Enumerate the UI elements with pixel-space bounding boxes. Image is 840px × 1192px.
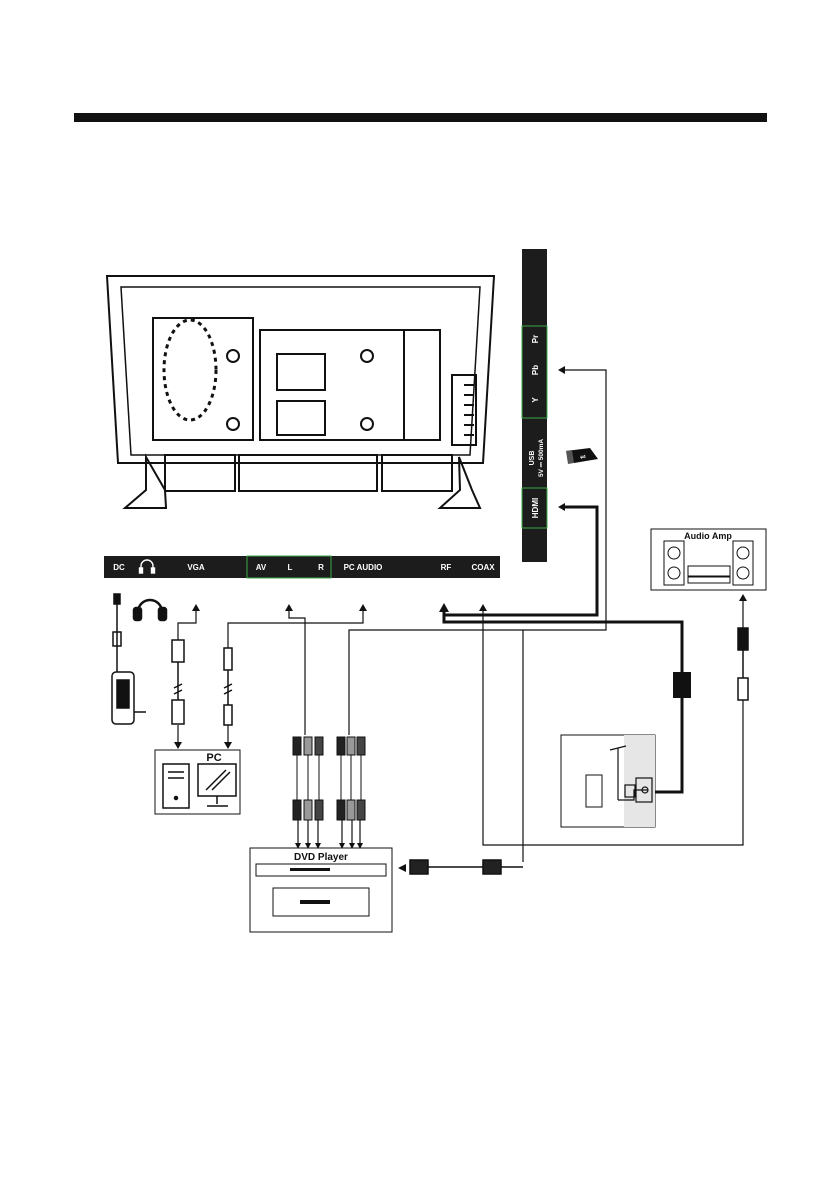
- usb-stick-icon: ⇌: [566, 448, 598, 464]
- pc-label: PC: [206, 752, 221, 764]
- antenna-cable-icon: [673, 672, 691, 706]
- headphones-icon: [134, 600, 166, 620]
- audio-cable-icon: [224, 648, 232, 725]
- port-label-av: AV: [256, 563, 267, 572]
- vga-cable-icon: [172, 640, 184, 724]
- antenna-wall-outlet: [561, 735, 655, 827]
- rca-cable-icon: [293, 737, 365, 820]
- coax-cable-icon: [738, 628, 748, 700]
- side-port-panel: Pr Pb Y USB 5V ⎓ 500mA HDMI: [522, 249, 547, 562]
- port-label-hdmi: HDMI: [531, 498, 540, 518]
- audio-amp-device: Audio Amp: [651, 529, 766, 590]
- svg-text:⇌: ⇌: [580, 453, 586, 461]
- port-label-pr: Pr: [531, 335, 540, 343]
- hdmi-cable-icon: [410, 860, 523, 874]
- header-rule: [74, 113, 767, 122]
- port-label-usb: USB: [529, 451, 536, 466]
- port-label-pb: Pb: [531, 365, 540, 375]
- port-label-r: R: [318, 563, 324, 572]
- tv-back-illustration: [107, 276, 494, 508]
- port-label-l: L: [288, 563, 293, 572]
- port-label-usb-power: 5V ⎓ 500mA: [538, 439, 545, 477]
- port-label-coax: COAX: [471, 563, 495, 572]
- connection-lines: [178, 370, 743, 862]
- port-label-rf: RF: [441, 563, 452, 572]
- dvd-label: DVD Player: [294, 852, 348, 863]
- port-label-vga: VGA: [187, 563, 205, 572]
- pc-device: PC: [155, 750, 240, 814]
- port-label-pc-audio: PC AUDIO: [344, 563, 383, 572]
- audio-amp-label: Audio Amp: [684, 531, 732, 541]
- port-label-y: Y: [531, 397, 540, 403]
- arrowheads: [174, 366, 747, 872]
- bottom-port-panel: DC VGA AV L R PC AUDIO RF COAX: [104, 556, 500, 578]
- dvd-player-device: DVD Player: [250, 848, 392, 932]
- port-label-dc: DC: [113, 563, 125, 572]
